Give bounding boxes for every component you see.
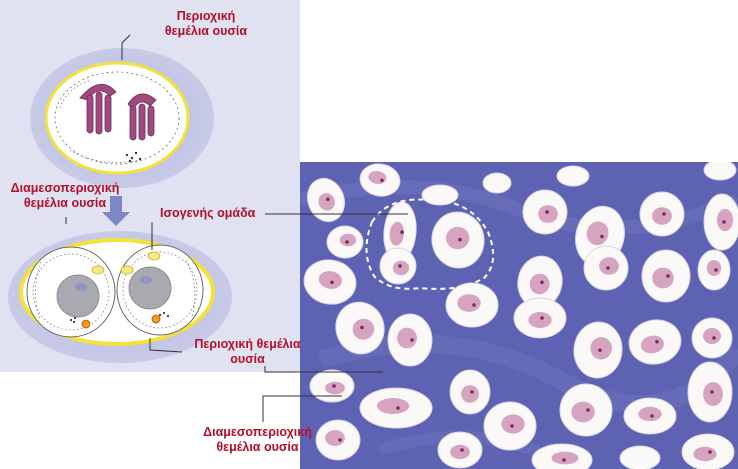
lacuna [697, 249, 731, 291]
lacuna [437, 431, 483, 469]
lacuna [703, 162, 737, 181]
lacuna [359, 387, 433, 429]
label-line: Διαμεσοπεριοχική [10, 181, 120, 195]
lacuna [482, 172, 512, 194]
chondrocyte-nucleus [461, 385, 479, 403]
division-arrow-icon [102, 196, 130, 226]
lacuna [517, 255, 563, 309]
lacuna [431, 211, 485, 269]
label-line: θεμέλια ουσία [23, 196, 107, 210]
lacuna [315, 419, 361, 461]
lacuna [483, 401, 537, 451]
chondrocyte-nucleus [318, 271, 342, 289]
label-interterritorial-matrix: Διαμεσοπεριοχική θεμέλια ουσία [195, 425, 320, 455]
chondrocyte-nucleus [638, 406, 662, 422]
chondrocyte-nucleus [703, 382, 723, 406]
dividing-chondrocyte [30, 48, 214, 188]
lacuna [309, 369, 355, 403]
lacuna [583, 245, 629, 291]
lacuna [326, 225, 364, 259]
chondrocyte-nucleus [652, 267, 674, 289]
lacuna [559, 383, 613, 437]
lacuna [303, 259, 357, 305]
chondrocyte-nucleus [457, 294, 481, 312]
chondrocyte-nucleus [571, 401, 595, 423]
lacuna [306, 177, 346, 223]
lacuna [445, 282, 499, 328]
label-pericellular-top: Περιοχική θεμέλια ουσία [146, 9, 266, 39]
chromosomes [79, 84, 157, 141]
isogenous-group-outline [365, 198, 495, 290]
chondrocyte-nucleus [528, 312, 552, 328]
lacuna [556, 165, 590, 187]
label-line: ουσία [230, 352, 265, 366]
chondrocyte-nucleus [325, 381, 345, 395]
cartilage-micrograph [300, 162, 738, 469]
lacuna [619, 445, 661, 469]
lacuna [449, 369, 491, 415]
lacuna [623, 397, 677, 435]
chondrocyte-nucleus [318, 193, 335, 211]
lacuna [531, 443, 593, 469]
chondrocyte-nucleus [392, 260, 410, 276]
lacuna [681, 433, 735, 469]
chondrocyte-nucleus [529, 273, 550, 295]
chondrocyte-nucleus [652, 207, 672, 225]
chondrocyte-nucleus [325, 430, 345, 446]
lacuna [335, 301, 385, 355]
chondrocyte-nucleus [586, 221, 609, 246]
chondrocyte-nucleus [501, 414, 525, 434]
label-line: Διαμεσοπεριοχική [203, 425, 312, 439]
chondrocyte-nucleus [538, 205, 558, 223]
chondrocyte-nucleus [590, 337, 612, 360]
lacuna [573, 321, 623, 379]
lacuna [522, 189, 568, 235]
lacuna [379, 247, 417, 285]
lacuna [641, 249, 691, 303]
label-line: Περιοχική θεμέλια [194, 337, 301, 351]
label-line: θεμέλια ουσία [216, 440, 299, 454]
chondrocyte-nucleus [716, 208, 734, 232]
lacuna [703, 193, 738, 251]
chondrocyte-lacunae [303, 162, 738, 469]
lacuna [387, 313, 433, 367]
leader-lines [65, 34, 408, 422]
lacuna [513, 297, 567, 339]
chondrocyte-nucleus [706, 260, 722, 276]
lacuna [691, 317, 733, 359]
label-isogenous-group: Ισογενής ομάδα [160, 206, 256, 220]
label-pericellular-matrix: Περιοχική θεμέλια ουσία [185, 337, 310, 367]
lacuna [628, 319, 682, 365]
lacuna [687, 361, 733, 423]
label-line: Περιοχική [176, 9, 236, 23]
chondrocyte-nucleus [397, 327, 417, 349]
lacuna [639, 191, 685, 237]
isogenous-pair-diagram [8, 231, 232, 363]
chondrocyte-nucleus [376, 398, 410, 414]
chondrocyte-nucleus [599, 257, 619, 275]
chondrocyte-nucleus [450, 444, 470, 460]
lacuna [421, 184, 459, 206]
chondrocyte-nucleus [339, 233, 357, 247]
label-interterritorial-left: Διαμεσοπεριοχική θεμέλια ουσία [0, 181, 130, 211]
chondrocyte-nucleus [693, 446, 717, 462]
lacuna [359, 163, 401, 197]
chondrocyte-nucleus [389, 221, 405, 246]
chondrocyte-nucleus [352, 318, 375, 340]
lacuna [383, 201, 417, 263]
chondrocyte-nucleus [703, 328, 721, 344]
label-line: θεμέλια ουσία [164, 24, 248, 38]
chondrocyte-nucleus [640, 335, 665, 354]
chondrocyte-nucleus [551, 451, 579, 465]
chondrocyte-nucleus [445, 226, 470, 250]
